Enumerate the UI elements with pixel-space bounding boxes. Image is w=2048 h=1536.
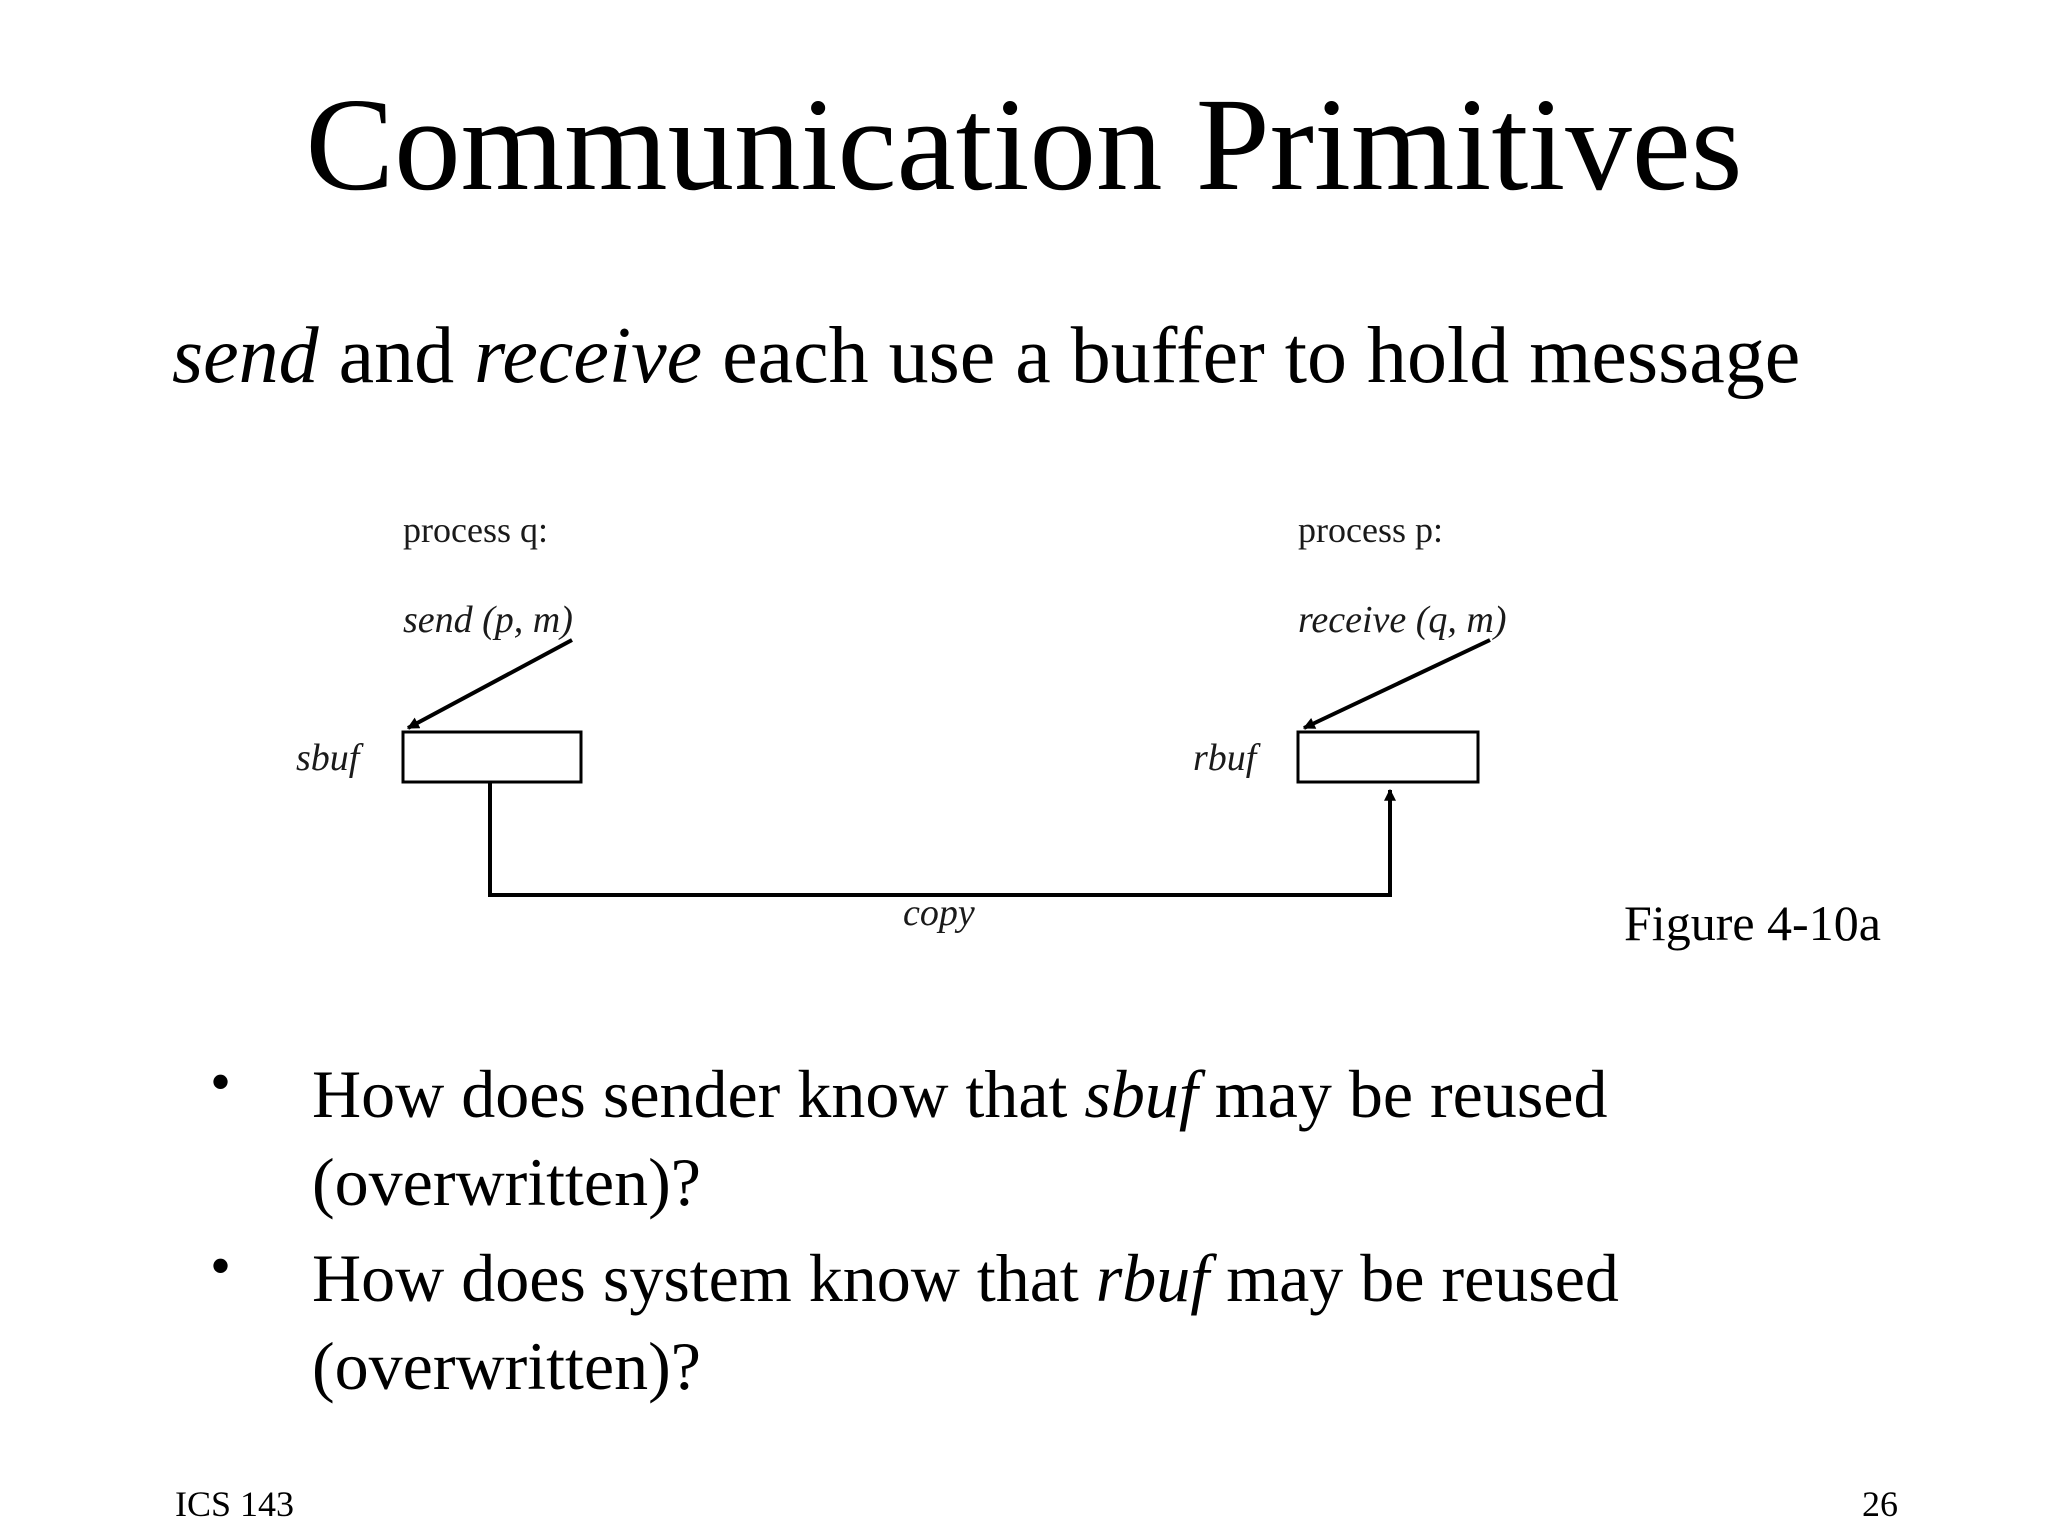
bullet-item-sbuf: • How does sender know that sbuf may be … — [0, 1050, 2048, 1234]
send-call-label: send (p, m) — [403, 599, 573, 641]
bullet-item-rbuf: • How does system know that rbuf may be … — [0, 1234, 2048, 1418]
send-to-sbuf-arrow — [406, 638, 573, 730]
bullet-marker: • — [210, 1233, 232, 1299]
bullet-rbuf-term: rbuf — [1095, 1240, 1210, 1316]
subtitle-and: and — [318, 312, 475, 400]
bullet-sbuf-after: may be reused (overwritten)? — [312, 1056, 1608, 1220]
sbuf-buffer — [401, 730, 583, 784]
subtitle-rest: each use a buffer to hold message — [702, 312, 1801, 400]
sbuf-label: sbuf — [296, 737, 364, 779]
bullet-rbuf-before: How does system know that — [312, 1240, 1096, 1316]
sender-process-label: process q: — [403, 510, 548, 550]
subtitle-receive-term: receive — [474, 312, 703, 400]
copy-path-arrow — [488, 782, 1396, 897]
course-footer: ICS 143 — [175, 1484, 295, 1524]
rbuf-label: rbuf — [1193, 737, 1261, 779]
receiver-process-label: process p: — [1298, 510, 1443, 550]
slide-title: Communication Primitives — [305, 70, 1743, 218]
slide-subtitle: send and receive each use a buffer to ho… — [172, 316, 1800, 396]
figure-caption: Figure 4-10a — [1624, 895, 1881, 951]
bullet-text-sbuf: How does sender know that sbuf may be re… — [312, 1050, 1772, 1226]
bullet-sbuf-before: How does sender know that — [312, 1056, 1085, 1132]
bullet-marker: • — [210, 1049, 232, 1115]
subtitle-send-term: send — [172, 312, 319, 400]
page-number: 26 — [1862, 1484, 1898, 1524]
bullet-list: • How does sender know that sbuf may be … — [0, 1050, 2048, 1418]
copy-label: copy — [903, 892, 975, 934]
bullet-rbuf-after: may be reused (overwritten)? — [312, 1240, 1619, 1404]
receive-to-rbuf-arrow — [1302, 638, 1491, 730]
bullet-text-rbuf: How does system know that rbuf may be re… — [312, 1234, 1772, 1410]
rbuf-buffer — [1296, 730, 1480, 784]
bullet-sbuf-term: sbuf — [1084, 1056, 1198, 1132]
receive-call-label: receive (q, m) — [1298, 599, 1507, 641]
